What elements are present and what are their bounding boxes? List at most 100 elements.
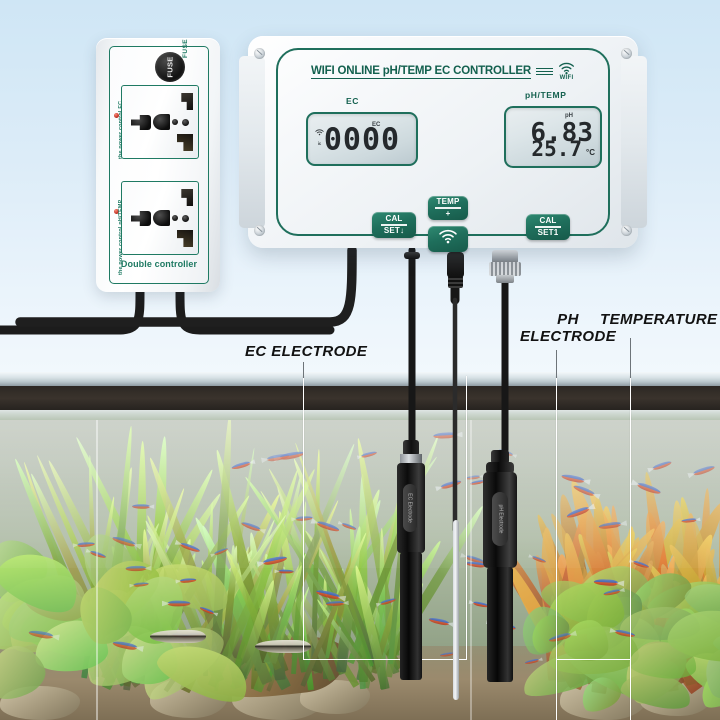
guide-line-temp [630,376,632,720]
mount-tab-right [621,56,647,228]
guide-line-ph [556,376,558,720]
fish [125,565,147,572]
fish [278,569,295,574]
screw [621,225,632,236]
cal-set-down-button[interactable]: CAL SET↓ [372,212,416,238]
bottom-dweller-fish [255,640,311,653]
fuse-cap-label: FUSE [165,56,175,78]
cable-boot [447,252,464,278]
tank-hood [0,384,720,410]
cable-strain-relief [448,276,463,288]
ec-display: ic EC 0000 [306,112,418,166]
lcd-wifi-sub: ic [317,141,322,146]
fish [167,600,191,607]
title-bars-icon [536,67,553,76]
temperature-probe-shaft [453,520,459,700]
bnc-connector-base [496,275,514,283]
aquarium [0,372,720,720]
leader-temp [630,338,632,378]
cal-left-bottom-label: SET↓ [383,225,405,235]
wifi-button[interactable] [428,226,468,252]
power-strip-model-label: Double controller [120,259,198,269]
ec-probe-tip [400,552,422,680]
fuse-side-label: FUSE [182,39,189,58]
button-divider [535,226,561,228]
lcd-wifi-icon: ic [315,123,324,146]
ph-probe-label: pH Electrode [492,492,508,546]
ph-temp-display-header: pH/TEMP [525,90,567,100]
guide-line-ph-bottom [556,659,630,661]
socket-pin [182,215,189,222]
ph-probe-tip [487,567,513,682]
cal-left-top-label: CAL [385,213,403,223]
guide-line-ec-bottom [303,659,467,661]
wifi-icon: WIFI [558,62,575,81]
socket-pin [172,215,178,221]
glass-edge [470,418,472,720]
socket-slot-right [153,114,170,130]
button-divider [381,224,407,226]
tank-rim [0,372,720,386]
screw [621,48,632,59]
socket-pin [172,119,178,125]
socket-slot-angled-top [181,189,193,206]
water-surface [0,408,720,420]
annotation-temperature: TEMPERATURE [600,311,718,328]
cal-set1-button[interactable]: CAL SET1 [526,214,570,240]
screw [254,48,265,59]
ph-probe-cap [491,450,509,464]
bnc-connector-top [492,250,518,264]
fish [76,541,95,547]
temperature-probe [450,520,462,700]
indicator-led-ph [114,209,119,214]
ec-probe-cap [403,440,419,456]
power-strip-face: FUSE FUSE the power control EC the power… [109,39,209,284]
button-divider [435,207,461,209]
fuse-cap[interactable]: FUSE [155,52,185,82]
temp-plus-button[interactable]: TEMP + [428,196,468,220]
socket-slot-left [131,115,151,130]
socket-slot-angled-bottom [177,134,193,151]
ph-probe-label-text: pH Electrode [497,504,503,534]
annotation-ec-electrode: EC ELECTRODE [245,343,368,360]
ec-probe-label: EC Electrode [403,484,417,532]
page-title: WIFI ONLINE pH/TEMP EC CONTROLLER [311,64,531,79]
power-socket-ec[interactable] [121,85,199,159]
cal-right-bottom-label: SET1 [537,227,559,237]
power-socket-ph-temp[interactable] [121,181,199,255]
power-strip-device[interactable]: FUSE FUSE the power control EC the power… [96,38,220,292]
cable-grommet [404,252,420,259]
indicator-led-ec [114,113,119,118]
fish-body [167,600,191,607]
leader-ec [303,362,305,378]
fish-body [179,577,196,583]
temp-bottom-label: + [445,208,451,218]
mount-tab-left [239,56,265,228]
temp-top-label: TEMP [436,196,460,206]
fish-body [432,431,457,439]
socket-slot-left [131,211,151,226]
wifi-label: WIFI [559,75,574,81]
fish-body [278,569,295,574]
ec-probe-label-text: EC Electrode [407,493,413,523]
ph-probe-collar [486,462,514,474]
socket-slot-angled-top [181,93,193,110]
temperature-unit-label: °C [586,148,595,157]
fish-body [125,565,147,572]
controller-title-row: WIFI ONLINE pH/TEMP EC CONTROLLER WIFI [311,62,575,81]
annotation-ph-electrode: PH ELECTRODE [520,311,617,345]
fish [432,431,457,439]
ec-probe: EC Electrode [396,440,426,680]
guide-line-ec-right [466,376,468,660]
controller-device[interactable]: WIFI ONLINE pH/TEMP EC CONTROLLER WIFI E… [239,36,647,252]
bnc-connector-knurl [489,262,521,276]
cal-right-top-label: CAL [539,215,557,225]
socket-slot-angled-bottom [177,230,193,247]
fish [132,504,150,510]
ec-value: 0000 [323,122,401,158]
ec-unit-label: EC [372,122,381,128]
socket-slot-right [153,210,170,226]
ph-temp-display: pH 6.83 25.7 °C [504,106,602,168]
ec-probe-collar [400,454,422,464]
ec-display-header: EC [346,96,360,106]
